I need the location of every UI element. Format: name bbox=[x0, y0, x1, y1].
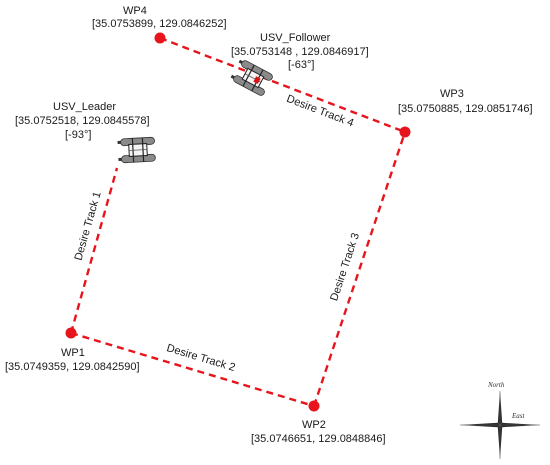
desire-track-2-line bbox=[70, 331, 315, 408]
usv-follower-heading: [-63°] bbox=[288, 59, 314, 71]
usv-follower-icon bbox=[230, 59, 273, 96]
wp2-coords: [35.0746651, 129.0848846] bbox=[251, 433, 386, 445]
wp2-name: WP2 bbox=[302, 419, 326, 431]
wp1-coords: [35.0749359, 129.0842590] bbox=[5, 361, 140, 373]
compass-rose-icon bbox=[460, 391, 540, 459]
waypoint-marker-wp3 bbox=[399, 126, 411, 138]
wp3-coords: [35.0750885, 129.0851746] bbox=[398, 103, 533, 115]
waypoint-marker-wp4 bbox=[154, 32, 166, 44]
compass-north-label: North bbox=[487, 381, 505, 389]
desire-track-2-label: Desire Track 2 bbox=[165, 342, 236, 374]
desire-track-1-label: Desire Track 1 bbox=[73, 190, 104, 261]
compass-east-label: East bbox=[511, 412, 526, 420]
desire-track-1-line bbox=[69, 167, 119, 334]
usv-leader-name: USV_Leader bbox=[53, 101, 116, 113]
waypoint-marker-wp2 bbox=[308, 400, 320, 412]
desire-track-4-line bbox=[159, 36, 406, 134]
wp3-name: WP3 bbox=[440, 88, 464, 100]
usv-follower-coords: [35.0753148 , 129.0846917] bbox=[231, 46, 369, 58]
usv-leader-coords: [35.0752518, 129.0845578] bbox=[15, 115, 150, 127]
wp4-coords: [35.0753899, 129.0846252] bbox=[92, 18, 227, 30]
usv-leader-icon bbox=[117, 136, 156, 164]
waypoint-marker-wp1 bbox=[65, 327, 77, 339]
desire-track-3-line bbox=[312, 131, 407, 407]
wp1-name: WP1 bbox=[61, 347, 85, 359]
desire-track-3-label: Desire Track 3 bbox=[328, 232, 362, 303]
usv-leader-heading: [-93°] bbox=[65, 129, 91, 141]
usv-follower-name: USV_Follower bbox=[260, 32, 331, 44]
wp4-name: WP4 bbox=[123, 5, 147, 17]
